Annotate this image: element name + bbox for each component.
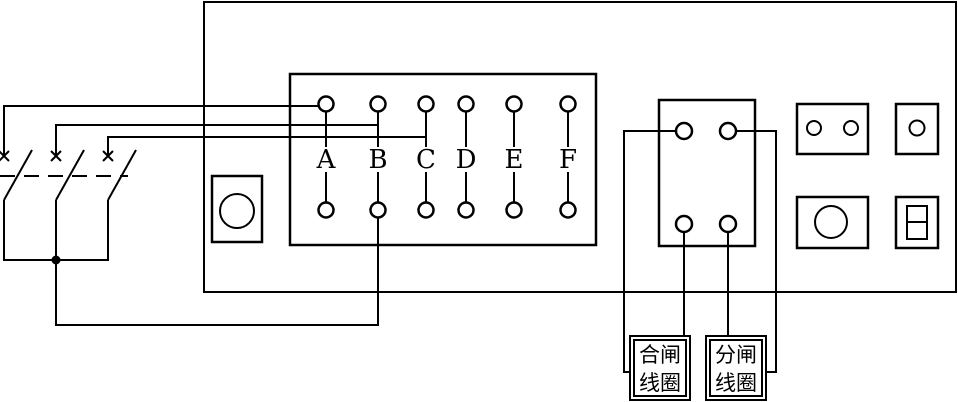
terminal-c-top[interactable] bbox=[417, 95, 435, 113]
control-terminal-top-left[interactable] bbox=[674, 121, 694, 141]
terminal-labels: A B C D E F bbox=[316, 145, 577, 175]
common-junction-dot bbox=[51, 255, 61, 265]
terminal-d-top[interactable] bbox=[457, 95, 475, 113]
instrument-body bbox=[203, 1, 957, 293]
switch-contact-marks bbox=[0, 150, 114, 162]
terminal-b-top[interactable] bbox=[369, 95, 387, 113]
control-terminal-panel bbox=[657, 98, 757, 248]
terminal-label-b: B bbox=[368, 145, 387, 175]
right-knob[interactable] bbox=[814, 205, 848, 239]
terminal-a-top[interactable] bbox=[317, 95, 335, 113]
terminal-label-f: F bbox=[559, 145, 577, 175]
terminal-d-bottom[interactable] bbox=[457, 201, 475, 219]
terminal-a-bottom[interactable] bbox=[317, 201, 335, 219]
right-knob-frame bbox=[795, 195, 870, 250]
single-socket[interactable] bbox=[908, 119, 926, 137]
double-socket-left[interactable] bbox=[806, 120, 822, 136]
terminal-label-d: D bbox=[456, 145, 477, 175]
terminal-links bbox=[325, 104, 569, 210]
terminal-label-a: A bbox=[316, 145, 337, 175]
terminal-e-bottom[interactable] bbox=[505, 201, 523, 219]
terminal-row-top bbox=[317, 95, 577, 113]
opening-coil-line1: 分闸 bbox=[715, 343, 757, 367]
opening-coil: 分闸 线圈 bbox=[705, 335, 767, 401]
power-switch-frame bbox=[894, 195, 940, 250]
closing-coil: 合闸 线圈 bbox=[629, 335, 691, 401]
switch-blades bbox=[3, 149, 137, 201]
terminal-f-top[interactable] bbox=[559, 95, 577, 113]
terminal-e-top[interactable] bbox=[505, 95, 523, 113]
terminal-f-bottom[interactable] bbox=[559, 201, 577, 219]
control-terminal-bottom-right[interactable] bbox=[718, 214, 738, 234]
terminal-b-bottom[interactable] bbox=[369, 201, 387, 219]
closing-coil-line1: 合闸 bbox=[639, 343, 681, 367]
terminal-c-bottom[interactable] bbox=[417, 201, 435, 219]
control-terminal-bottom-left[interactable] bbox=[674, 214, 694, 234]
terminal-row-bottom bbox=[317, 201, 577, 219]
closing-coil-line2: 线圈 bbox=[639, 371, 681, 395]
terminal-label-e: E bbox=[505, 145, 524, 175]
opening-coil-line2: 线圈 bbox=[715, 371, 757, 395]
control-terminal-top-right[interactable] bbox=[718, 121, 738, 141]
left-knob[interactable] bbox=[219, 193, 255, 229]
single-socket-frame bbox=[894, 102, 940, 156]
terminal-panel bbox=[288, 72, 598, 247]
double-socket-frame bbox=[795, 102, 870, 156]
terminal-label-c: C bbox=[416, 145, 436, 175]
three-pole-switch bbox=[0, 149, 137, 201]
left-knob-frame bbox=[210, 174, 264, 244]
double-socket-right[interactable] bbox=[843, 120, 859, 136]
